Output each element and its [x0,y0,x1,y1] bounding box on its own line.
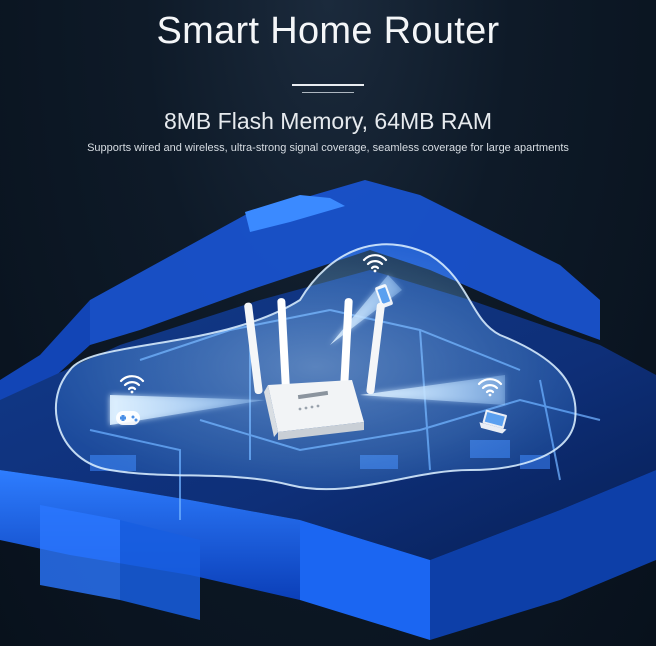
router-status-leds [298,404,320,411]
router-antenna [244,302,263,395]
wifi-signal-icon [119,375,145,394]
router-device [244,298,385,440]
title-divider-secondary [302,92,354,93]
wifi-signal-icon [362,254,388,273]
router-antenna [277,298,290,391]
router-logo [297,390,329,400]
router-antenna [340,298,353,391]
page-title: Smart Home Router [156,10,500,52]
title-divider [292,84,364,86]
signal-coverage-zone [54,243,577,491]
phone-icon [375,284,393,308]
router-antenna [366,302,385,395]
wifi-signal-icon [477,378,503,397]
feature-tagline: Supports wired and wireless, ultra-stron… [87,142,569,154]
router-body [268,380,364,432]
spec-subtitle: 8MB Flash Memory, 64MB RAM [163,108,493,134]
gamepad-icon [116,411,140,425]
laptop-icon [479,409,507,434]
